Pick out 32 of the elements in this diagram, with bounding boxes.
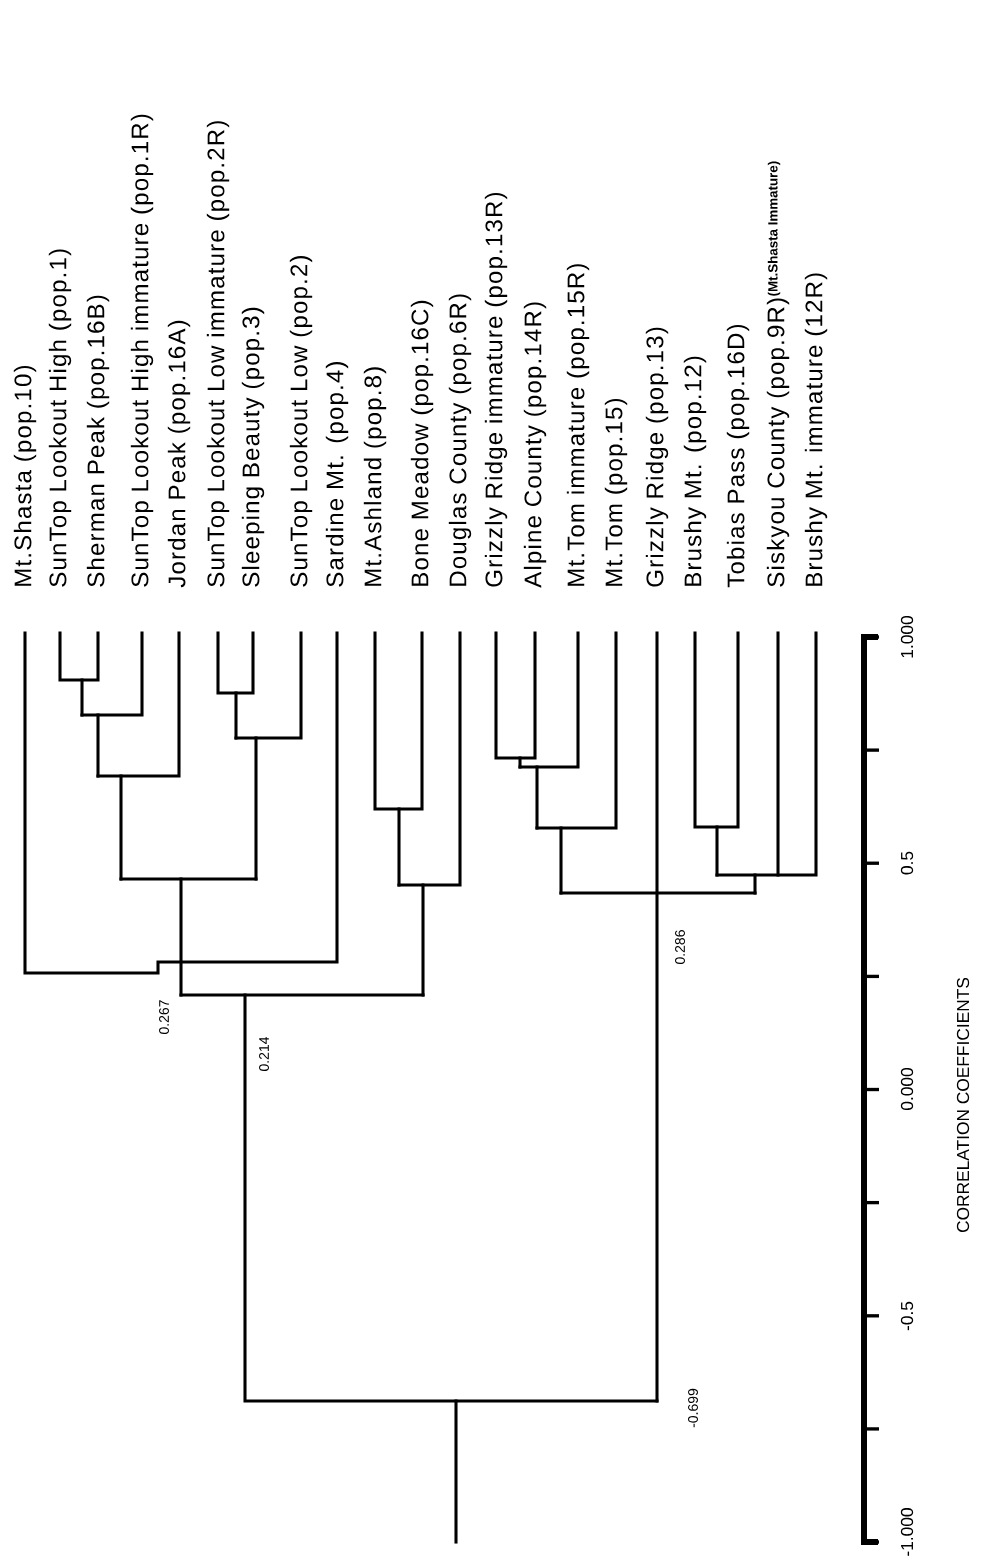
leaf-label: SunTop Lookout High (pop.1) [48, 249, 72, 587]
leaf-label: Alpine County (pop.14R) [523, 302, 547, 588]
leaf-label: Jordan Peak (pop.16A) [167, 320, 191, 588]
leaf-label: Grizzly Ridge (pop.13) [645, 327, 669, 587]
leaf-label: SunTop Lookout Low (pop.2) [289, 256, 313, 587]
leaf-label: Sherman Peak (pop.16B) [86, 295, 110, 587]
leaf-label: SunTop Lookout Low immature (pop.2R) [206, 121, 230, 587]
leaf-label: Grizzly Ridge immature (pop.13R) [484, 192, 508, 587]
leaf-label: Mt.Ashland (pop.8) [363, 367, 387, 586]
leaf-label: Mt.Shasta (pop.10) [13, 365, 37, 586]
leaf-label: Brushy Mt. immature (12R) [804, 273, 828, 586]
node-value: -0.699 [688, 1388, 698, 1428]
leaf-label: (Mt.Shasta Immature) [767, 161, 781, 296]
tick-label: 0.5 [900, 851, 914, 875]
leaf-label: Sardine Mt. (pop.4) [325, 362, 349, 587]
leaf-label: SunTop Lookout High immature (pop.1R) [130, 114, 154, 587]
tick-label: 1.000 [900, 616, 914, 658]
tick-label: 0.000 [900, 1068, 914, 1111]
leaf-label: Douglas County (pop.6R) [448, 294, 472, 586]
node-value: 0.286 [675, 930, 685, 964]
leaf-label: Tobias Pass (pop.16D) [726, 324, 750, 588]
leaf-label: Mt.Tom (pop.15) [604, 398, 628, 586]
leaf-label: Siskyou County (pop.9R) [766, 298, 790, 587]
axis-title: CORRELATION COEFFICIENTS [956, 977, 970, 1233]
tick-label: -0.5 [900, 1301, 914, 1331]
tick-label: -1.000 [900, 1508, 914, 1556]
leaf-label: Mt.Tom immature (pop.15R) [566, 264, 590, 586]
leaf-label: Sleeping Beauty (pop.3) [241, 307, 265, 587]
node-value: 0.267 [159, 1000, 169, 1034]
leaf-label: Bone Meadow (pop.16C) [410, 300, 434, 586]
leaf-label: Brushy Mt. (pop.12) [683, 356, 707, 586]
node-value: 0.214 [259, 1036, 269, 1071]
